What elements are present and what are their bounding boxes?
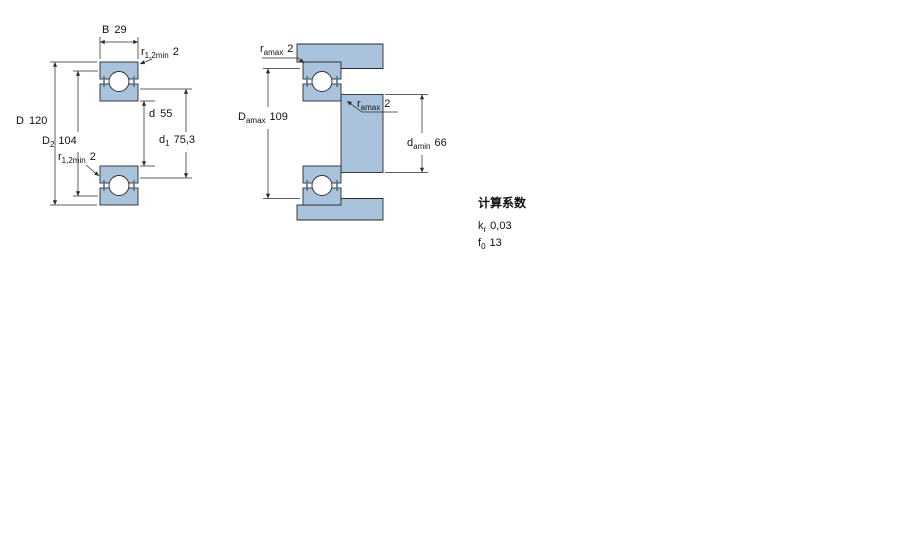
dim-bore-d xyxy=(140,100,155,167)
leader-r12-top xyxy=(139,58,153,65)
bearing-cross-section-view xyxy=(99,61,139,206)
dimension-lines xyxy=(50,37,428,206)
ball-bottom xyxy=(311,175,333,196)
ball-top xyxy=(108,71,130,92)
dim-D2 xyxy=(73,70,98,197)
ball-bottom xyxy=(108,175,130,196)
mounted-abutment-view xyxy=(296,43,384,221)
shaft-shoulder xyxy=(340,94,384,173)
dim-Da xyxy=(263,68,300,199)
dim-outer-diameter-D xyxy=(50,61,97,206)
leader-r12-bottom xyxy=(85,164,100,177)
abutment-shapes xyxy=(296,43,384,221)
dim-da xyxy=(385,94,428,173)
dim-width-B xyxy=(99,37,139,59)
dim-d1 xyxy=(140,88,192,179)
factors-title: 计算系数 xyxy=(478,195,527,210)
ball-top xyxy=(311,71,333,92)
leader-ra-top xyxy=(262,57,305,64)
bearing-rings xyxy=(99,61,139,206)
leader-ra-mid xyxy=(346,100,398,113)
